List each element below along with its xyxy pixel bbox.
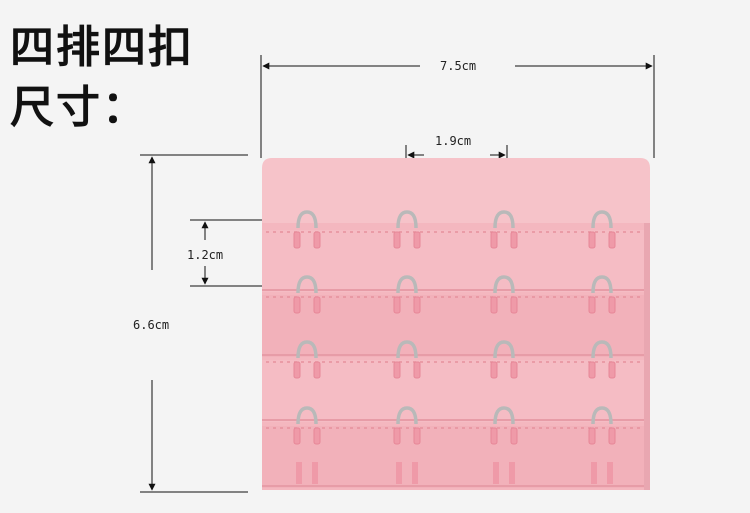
fabric-row-band	[262, 295, 650, 357]
metal-eye-loop	[591, 406, 613, 425]
fabric-edge	[644, 223, 650, 490]
metal-eye-loop	[493, 210, 515, 229]
eye-anchor	[490, 231, 498, 249]
eye-anchor	[313, 231, 321, 249]
eye-anchor	[413, 296, 421, 314]
eye-anchor	[490, 361, 498, 379]
eye-anchor	[313, 296, 321, 314]
fabric-row-band	[262, 230, 650, 292]
row-spacing-label: 1.2cm	[184, 249, 227, 261]
bottom-tab	[509, 462, 515, 484]
eye-anchor	[313, 427, 321, 445]
width-dimension-line	[260, 55, 655, 158]
bottom-tab	[296, 462, 302, 484]
eye-anchor	[313, 361, 321, 379]
eye-anchor	[588, 231, 596, 249]
eye-anchor	[588, 427, 596, 445]
eye-anchor	[510, 427, 518, 445]
bottom-tab	[607, 462, 613, 484]
height-label: 6.6cm	[130, 319, 173, 331]
hook-eye-tape	[262, 158, 650, 490]
bottom-tab	[312, 462, 318, 484]
bottom-tab	[493, 462, 499, 484]
eye-anchor	[413, 231, 421, 249]
width-label: 7.5cm	[437, 60, 480, 72]
metal-eye-loop	[493, 340, 515, 359]
bottom-tab	[591, 462, 597, 484]
eye-anchor	[413, 427, 421, 445]
eye-anchor	[413, 361, 421, 379]
eye-anchor	[510, 231, 518, 249]
eye-anchor	[510, 361, 518, 379]
eye-anchor	[608, 427, 616, 445]
fabric-row-band	[262, 426, 650, 488]
metal-eye-loop	[296, 275, 318, 294]
eye-anchor	[393, 296, 401, 314]
metal-eye-loop	[296, 340, 318, 359]
eye-anchor	[293, 296, 301, 314]
metal-eye-loop	[396, 340, 418, 359]
metal-eye-loop	[591, 340, 613, 359]
metal-eye-loop	[396, 406, 418, 425]
fabric-row-band	[262, 360, 650, 422]
eye-anchor	[608, 231, 616, 249]
metal-eye-loop	[396, 275, 418, 294]
metal-eye-loop	[591, 210, 613, 229]
eye-anchor	[490, 296, 498, 314]
metal-eye-loop	[396, 210, 418, 229]
eye-anchor	[608, 361, 616, 379]
hook-spacing-label: 1.9cm	[432, 135, 475, 147]
eye-anchor	[293, 231, 301, 249]
eye-anchor	[293, 361, 301, 379]
eye-anchor	[393, 361, 401, 379]
eye-anchor	[393, 231, 401, 249]
product-title: 四排四扣	[10, 22, 194, 73]
eye-anchor	[588, 361, 596, 379]
top-fabric-panel	[262, 158, 650, 228]
metal-eye-loop	[296, 406, 318, 425]
eye-anchor	[588, 296, 596, 314]
metal-eye-loop	[493, 406, 515, 425]
eye-anchor	[510, 296, 518, 314]
size-label: 尺寸：	[10, 82, 148, 133]
eye-anchor	[608, 296, 616, 314]
bottom-tab	[412, 462, 418, 484]
eye-anchor	[490, 427, 498, 445]
eye-anchor	[293, 427, 301, 445]
height-dimension-line	[140, 154, 248, 493]
eye-anchor	[393, 427, 401, 445]
metal-eye-loop	[591, 275, 613, 294]
bottom-tab	[396, 462, 402, 484]
metal-eye-loop	[296, 210, 318, 229]
metal-eye-loop	[493, 275, 515, 294]
